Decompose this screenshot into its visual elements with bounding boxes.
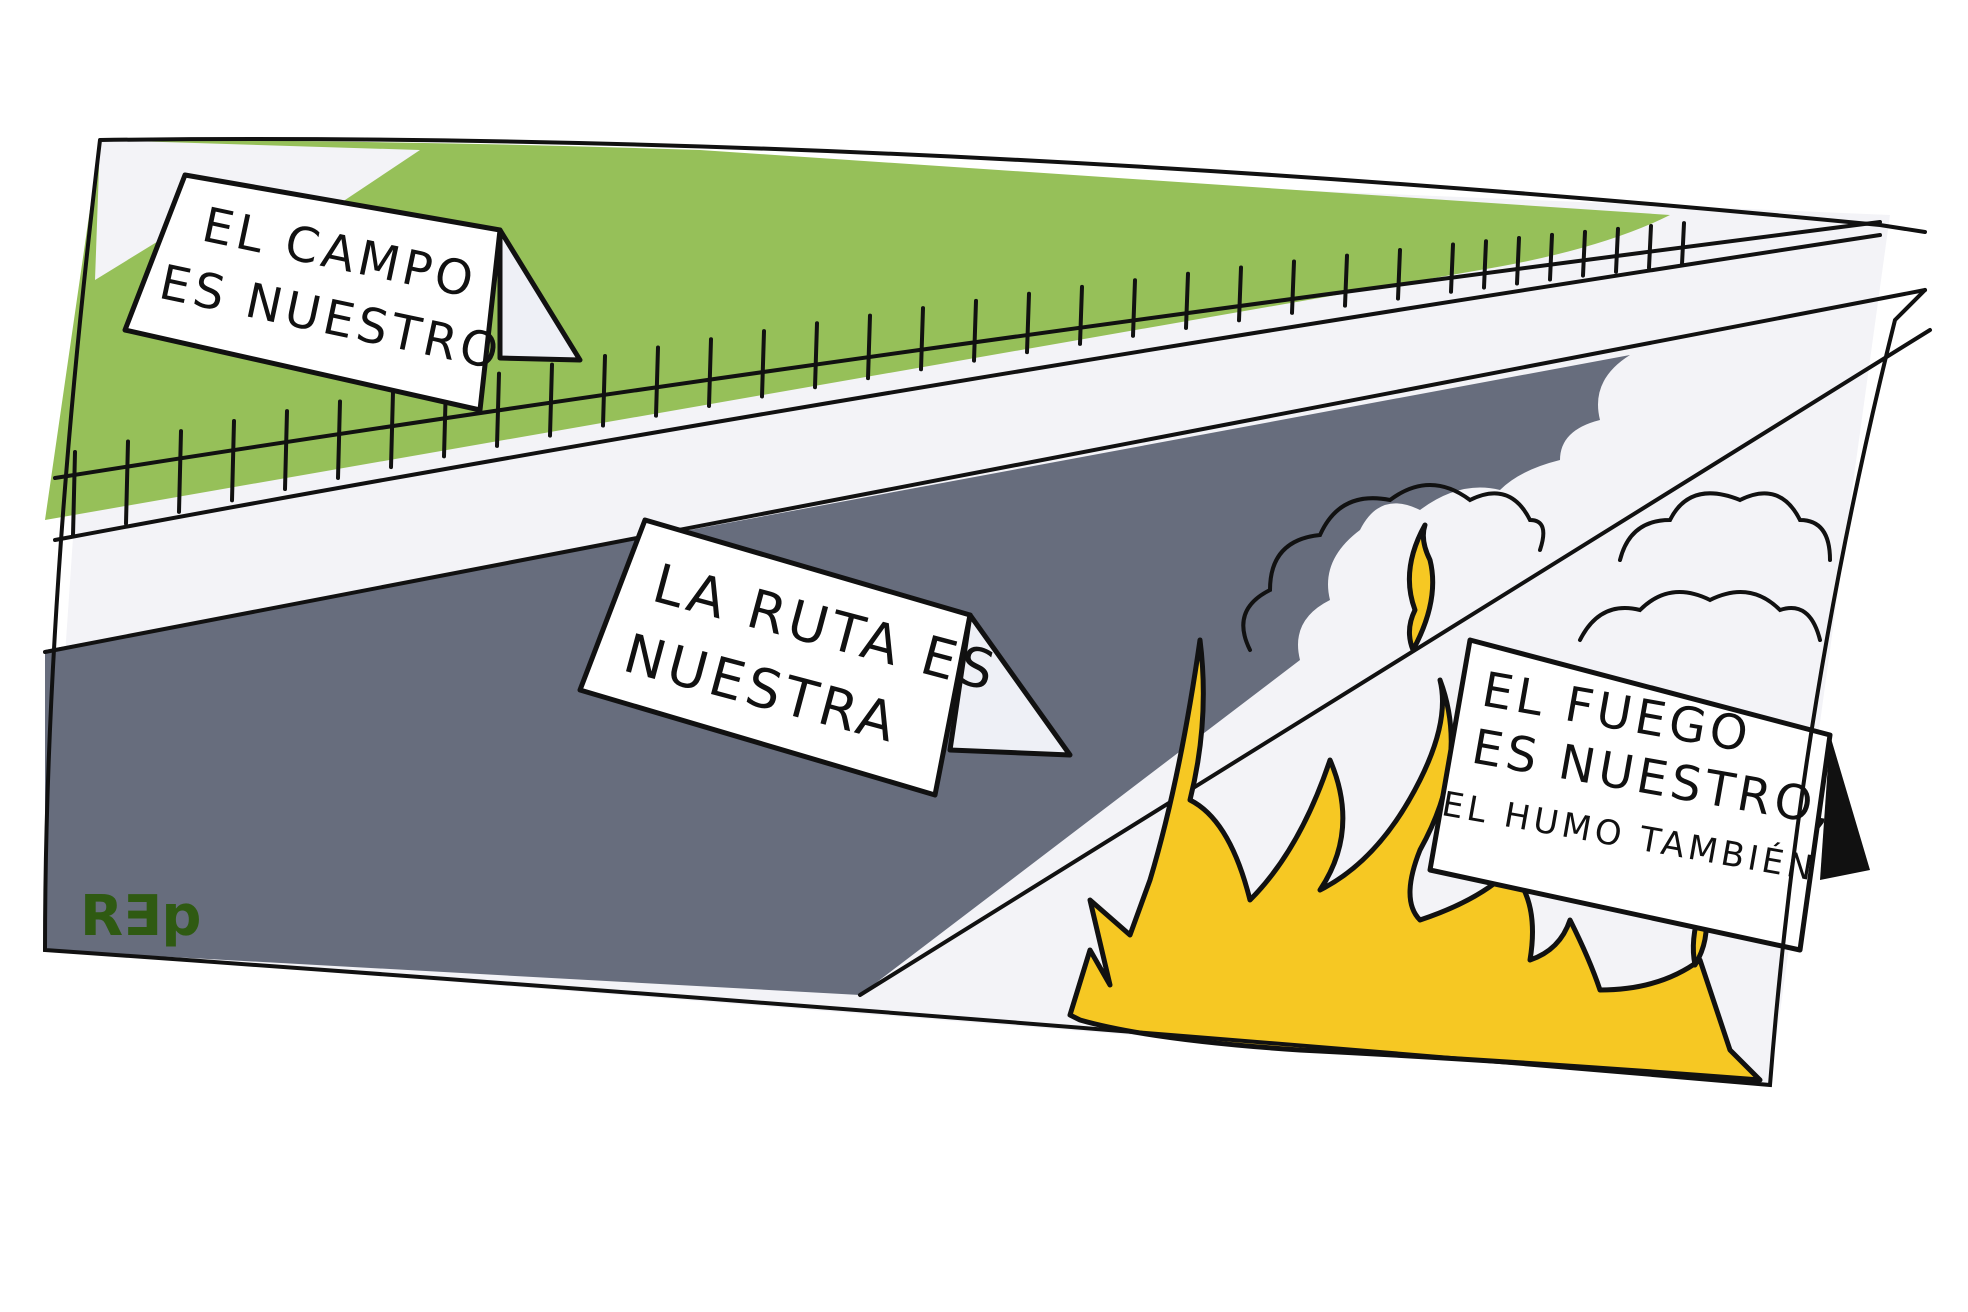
fence-post (1614, 226, 1620, 274)
fence-post (1680, 221, 1686, 267)
fence-post (1581, 229, 1587, 278)
sign-fuego-back (1820, 735, 1870, 880)
fence-post (707, 337, 713, 408)
sign-ruta-board (577, 517, 973, 798)
fence-post (495, 371, 501, 448)
fence-post (760, 329, 766, 399)
fence-post (124, 439, 130, 526)
fence-post (1237, 265, 1243, 323)
fence-post (813, 321, 819, 390)
panel-border (42, 137, 1927, 1088)
sign-fuego-board (1427, 637, 1833, 953)
fence-post (177, 429, 183, 514)
fence-post (1449, 242, 1455, 294)
fence-post (1131, 278, 1137, 338)
fence-post (1515, 236, 1521, 286)
road-edge-top (43, 288, 1927, 654)
fence-post (1025, 291, 1031, 355)
fire-flames (1067, 637, 1763, 1083)
fence-post (972, 298, 978, 363)
road-edge-bottom (858, 328, 1932, 997)
smoke-clouds (1241, 483, 1832, 652)
fence-wire-lower (53, 233, 1882, 542)
flying-ember (1406, 522, 1436, 653)
sign-fuego: EL FUEGO ES NUESTRO, EL HUMO TAMBIÉN (1427, 637, 1870, 953)
fence-post (283, 409, 289, 492)
fence-post (71, 449, 77, 538)
fence-post (1396, 247, 1402, 301)
fence-post (1343, 253, 1349, 308)
fence-post (866, 313, 872, 381)
fence-post (1290, 259, 1296, 315)
fence-post (389, 389, 395, 470)
sign-campo-board (122, 172, 503, 413)
fence-post (1078, 284, 1084, 346)
fence-post (230, 419, 236, 503)
sign-campo-back (497, 227, 583, 363)
artist-signature: R∃p (80, 884, 201, 949)
fence-post (548, 362, 554, 438)
fence-post (336, 399, 342, 480)
fence-post (1647, 223, 1653, 270)
fence-post (1184, 271, 1190, 330)
fence-post (1482, 239, 1488, 290)
fence-post (919, 306, 925, 372)
sign-ruta-back (947, 612, 1073, 758)
fence-post (1548, 232, 1554, 282)
fence-posts (71, 221, 1686, 538)
fence-post (601, 353, 607, 428)
fence-post (654, 345, 660, 418)
